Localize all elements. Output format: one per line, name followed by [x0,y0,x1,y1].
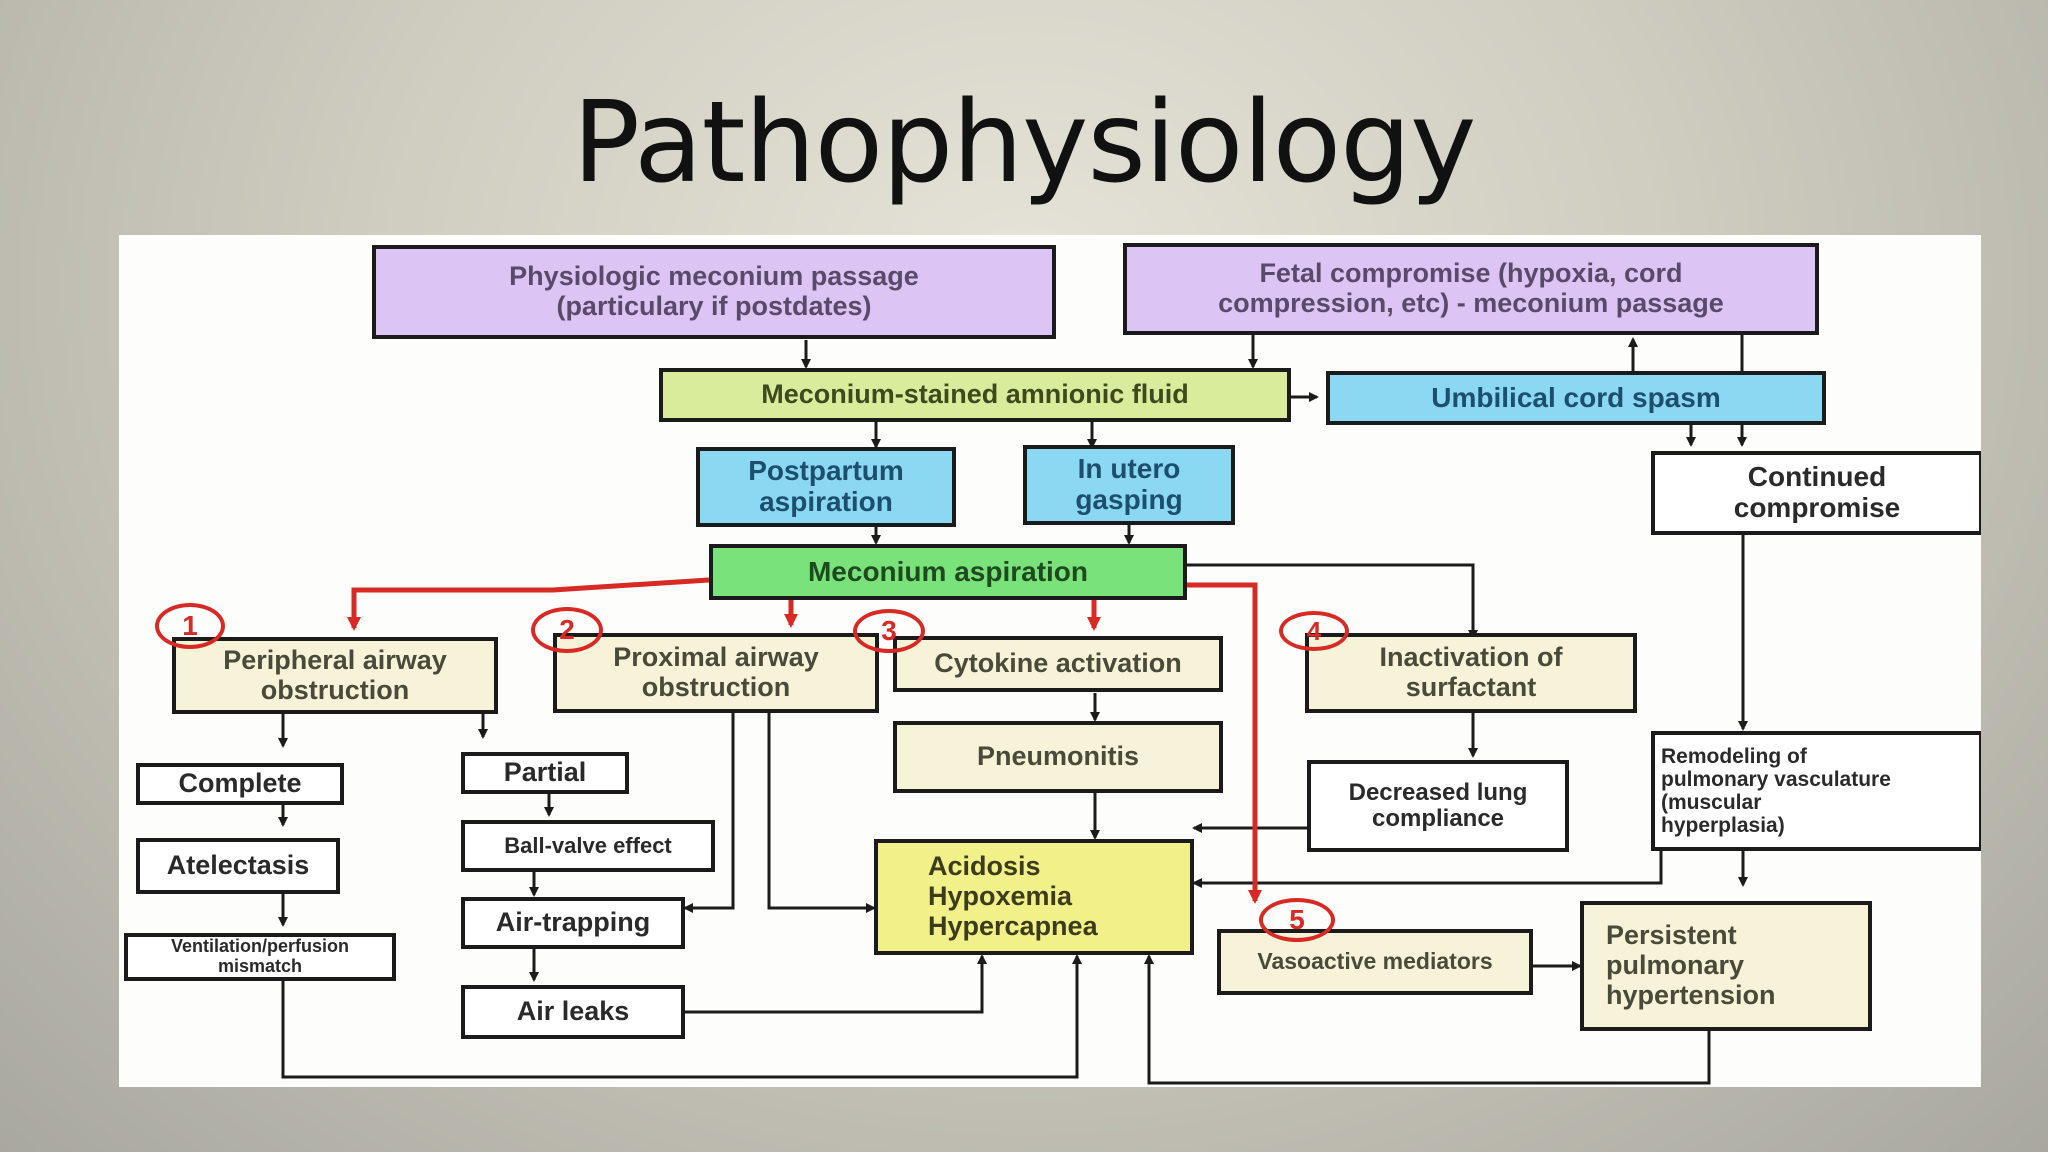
diagram-panel: Physiologic meconium passage (particular… [119,235,1981,1087]
box-ventilation-perfusion-mismatch: Ventilation/perfusion mismatch [124,933,396,981]
arrow-airleaks-acidosis [685,954,987,1014]
box-atelectasis: Atelectasis [136,838,340,894]
arrow-remodeling-acidosis [1192,850,1663,888]
partial-label: Partial [503,757,587,788]
pph-label: Persistent pulmonary hypertension [1606,920,1776,1010]
aspiration-label: Meconium aspiration [807,555,1089,587]
box-fetal-compromise: Fetal compromise (hypoxia, cord compress… [1123,243,1819,335]
arrow-aspiration-surfactant [1187,563,1478,640]
box-meconium-aspiration: Meconium aspiration [709,544,1187,600]
surfactant-label: Inactivation of surfactant [1379,642,1563,702]
complete-label: Complete [178,768,302,799]
proximal-label: Proximal airway obstruction [613,642,819,702]
peripheral-label: Peripheral airway obstruction [223,644,447,705]
fetal-compromise-label: Fetal compromise (hypoxia, cord compress… [1218,258,1724,318]
box-decreased-lung-compliance: Decreased lung compliance [1307,760,1569,852]
decreased-label: Decreased lung compliance [1348,778,1528,832]
red-arrow-vasoactive [1187,582,1262,904]
box-umbilical-cord-spasm: Umbilical cord spasm [1326,371,1826,425]
annotation-number-2: 2 [531,607,603,653]
box-proximal-airway-obstruction: Proximal airway obstruction [553,633,879,713]
physiologic-label: Physiologic meconium passage (particular… [509,261,919,321]
atelectasis-label: Atelectasis [166,850,310,881]
air-trapping-label: Air-trapping [495,907,651,938]
box-partial: Partial [461,752,629,794]
arrow-vq-acidosis [281,954,1082,1079]
ball-valve-label: Ball-valve effect [504,832,672,858]
annotation-number-5: 5 [1259,898,1335,942]
vq-label: Ventilation/perfusion mismatch [170,936,349,976]
red-arrow-peripheral [347,577,710,631]
box-meconium-stained-fluid: Meconium-stained amnionic fluid [659,368,1291,422]
acidosis-label: Acidosis Hypoxemia Hypercapnea [928,851,1098,941]
annotation-number-4: 4 [1279,611,1349,651]
cord-spasm-label: Umbilical cord spasm [1431,381,1721,413]
annotation-number-1: 1 [155,603,225,649]
in-utero-label: In utero gasping [1075,453,1183,515]
box-in-utero-gasping: In utero gasping [1023,445,1235,525]
box-ball-valve-effect: Ball-valve effect [461,820,715,872]
box-inactivation-of-surfactant: Inactivation of surfactant [1305,633,1637,713]
box-pneumonitis: Pneumonitis [893,721,1223,793]
cytokine-label: Cytokine activation [934,648,1182,679]
box-postpartum-aspiration: Postpartum aspiration [696,447,956,527]
box-air-trapping: Air-trapping [461,897,685,949]
arrow-pph-acidosis [1144,954,1711,1085]
postpartum-label: Postpartum aspiration [748,455,904,517]
arrow-proximal-airtrapping [683,713,735,913]
box-physiologic-meconium-passage: Physiologic meconium passage (particular… [372,245,1056,339]
box-air-leaks: Air leaks [461,985,685,1039]
continued-label: Continued compromise [1733,461,1901,523]
arrow-proximal-acidosis [767,713,876,913]
connector-layer [278,335,1748,1085]
remodeling-label: Remodeling of pulmonary vasculature (mus… [1661,744,1891,838]
box-cytokine-activation: Cytokine activation [893,636,1223,692]
box-continued-compromise: Continued compromise [1651,451,1981,535]
box-remodeling-pulmonary-vasculature: Remodeling of pulmonary vasculature (mus… [1651,731,1981,851]
vasoactive-label: Vasoactive mediators [1257,948,1493,975]
air-leaks-label: Air leaks [516,996,630,1027]
box-vasoactive-mediators: Vasoactive mediators [1217,929,1533,995]
box-acidosis-hypoxemia-hypercapnea: Acidosis Hypoxemia Hypercapnea [874,839,1194,955]
box-complete: Complete [136,763,344,805]
box-peripheral-airway-obstruction: Peripheral airway obstruction [172,637,498,714]
msaf-label: Meconium-stained amnionic fluid [761,379,1189,410]
slide-title: Pathophysiology [572,78,1477,208]
annotation-number-3: 3 [853,609,925,653]
box-persistent-pulmonary-hypertension: Persistent pulmonary hypertension [1580,901,1872,1031]
pneumonitis-label: Pneumonitis [976,741,1139,772]
